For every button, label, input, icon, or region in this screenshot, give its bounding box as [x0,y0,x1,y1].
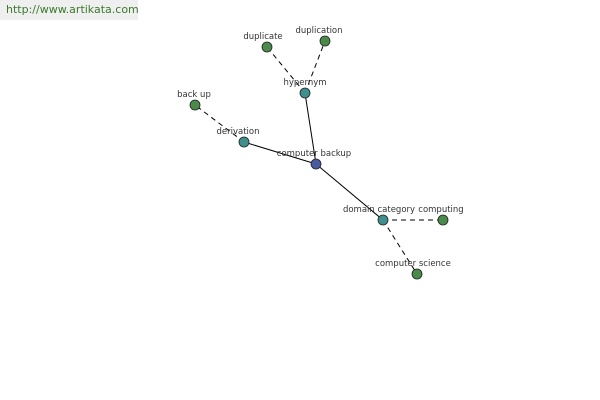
node-duplication[interactable] [319,35,331,47]
node-label-backup[interactable]: back up [177,90,211,100]
node-duplicate[interactable] [261,41,273,53]
node-derivation[interactable] [238,136,250,148]
node-label-hypernym[interactable]: hypernym [283,78,326,88]
node-label-domain[interactable]: domain category [343,205,415,215]
node-domain[interactable] [377,214,389,226]
edge-hypernym-duplicate [266,46,306,94]
node-label-root[interactable]: computer backup [277,149,351,159]
node-hypernym[interactable] [299,87,311,99]
edge-domain-compsci [382,219,418,275]
node-label-computing[interactable]: computing [418,205,463,215]
node-label-compsci[interactable]: computer science [375,259,451,269]
node-label-derivation[interactable]: derivation [216,127,259,137]
edge-hypernym-duplication [304,40,326,94]
node-layer [189,35,449,280]
edge-root-derivation [243,141,317,165]
node-compsci[interactable] [411,268,423,280]
node-backup[interactable] [189,99,201,111]
node-computing[interactable] [437,214,449,226]
edge-layer [194,40,443,275]
node-label-duplicate[interactable]: duplicate [243,32,282,42]
node-label-duplication[interactable]: duplication [295,26,342,36]
label-layer: computer backup hypernym derivation domain … [177,26,464,269]
edge-root-domain [315,163,384,221]
node-root[interactable] [310,158,322,170]
edge-derivation-backup [194,104,245,143]
site-watermark[interactable]: http://www.artikata.com [0,0,139,20]
edge-root-hypernym [304,92,317,165]
